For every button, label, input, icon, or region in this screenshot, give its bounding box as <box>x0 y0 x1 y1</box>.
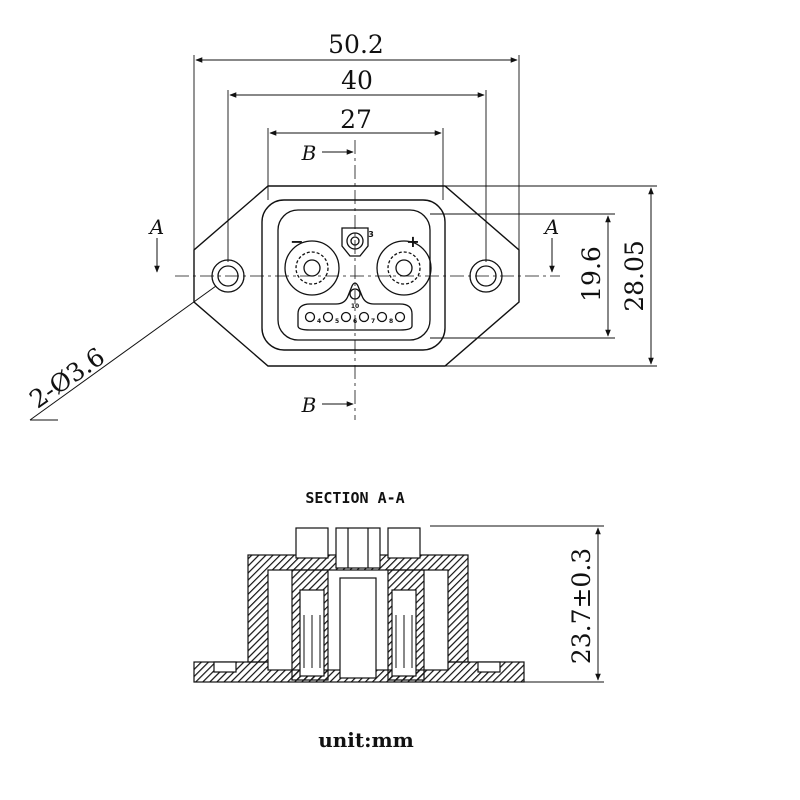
flange-outline <box>193 185 520 367</box>
pin3-socket <box>341 227 369 257</box>
pin10-label: 10 <box>351 303 359 310</box>
housing-outer <box>261 199 446 351</box>
dim-hole-pitch: 40 <box>341 66 373 95</box>
positive-label: + <box>406 232 419 251</box>
section-center-key <box>335 527 381 569</box>
positive-terminal-core <box>395 259 413 277</box>
section-bolt-recess-right <box>477 661 501 673</box>
dim-body-width: 27 <box>340 105 372 134</box>
section-a-label-right: A <box>543 215 559 239</box>
negative-terminal-core <box>303 259 321 277</box>
section-a-label-left: A <box>148 215 164 239</box>
dim-overall-width: 50.2 <box>328 30 384 59</box>
signal-pin-block <box>297 282 413 331</box>
pin6-label: 6 <box>353 318 357 325</box>
section-center-sleeve <box>339 577 377 679</box>
signal-pin-8 <box>394 311 406 323</box>
section-bolt-recess-left <box>213 661 237 673</box>
pin7-label: 7 <box>371 318 375 325</box>
negative-terminal <box>284 240 340 296</box>
top-view <box>29 55 657 421</box>
section-left-cap <box>295 527 329 559</box>
hole-callout-leader <box>29 285 217 421</box>
signal-pin-6a <box>340 311 352 323</box>
pin8-label: 8 <box>389 318 393 325</box>
signal-pin-7 <box>376 311 388 323</box>
dim-section-height: 23.7±0.3 <box>567 548 596 664</box>
pin5-label: 5 <box>335 318 339 325</box>
signal-pin-5 <box>322 311 334 323</box>
negative-label: − <box>290 232 303 251</box>
positive-terminal-contact <box>387 251 421 285</box>
pin3-label: 3 <box>368 230 374 239</box>
unit-label: unit:mm <box>318 728 414 752</box>
section-view <box>193 525 604 683</box>
dim-body-height: 19.6 <box>577 246 606 302</box>
negative-terminal-contact <box>295 251 329 285</box>
dim-flange-height: 28.05 <box>620 240 649 312</box>
hole-callout-text: 2-Ø3.6 <box>24 342 110 414</box>
pin4-label: 4 <box>317 318 321 325</box>
positive-terminal <box>376 240 432 296</box>
section-title: SECTION A-A <box>305 489 404 507</box>
section-right-cap <box>387 527 421 559</box>
section-b-label-top: B <box>301 141 317 165</box>
section-b-label-bottom: B <box>301 393 317 417</box>
signal-pin-4 <box>304 311 316 323</box>
signal-pin-6b <box>358 311 370 323</box>
